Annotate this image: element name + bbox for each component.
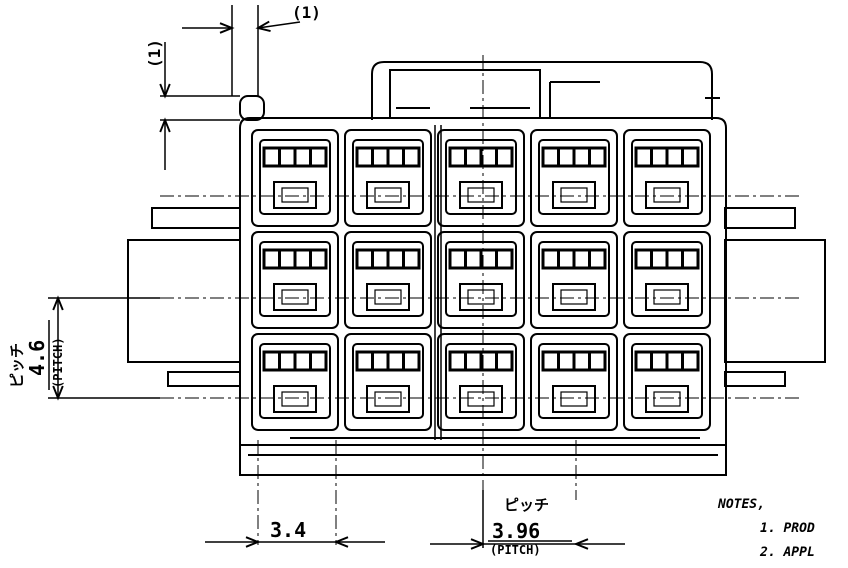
cavity-inner [631, 343, 703, 419]
cavity-inner [259, 139, 331, 215]
terminal-window-inner [281, 187, 309, 203]
terminal-window-inner [560, 391, 588, 407]
right-flange [724, 239, 826, 363]
terminal-window [459, 181, 503, 209]
terminal-window [459, 283, 503, 311]
terminal-window [552, 385, 596, 413]
terminal-window [645, 283, 689, 311]
cavity [437, 231, 525, 329]
cavity [623, 231, 711, 329]
cavity [530, 129, 618, 227]
left-flange [127, 239, 241, 363]
terminal-window-inner [467, 187, 495, 203]
vertical-pitch-en: (PITCH) [51, 337, 65, 388]
cavity [344, 231, 432, 329]
cavity-inner [538, 241, 610, 317]
cavity [437, 129, 525, 227]
left-rail [151, 207, 241, 229]
vertical-pitch-label: ピッチ 4.6 (PITCH) [8, 337, 65, 388]
top-latch [371, 61, 713, 120]
center-lines [160, 55, 800, 545]
cavity-inner [631, 241, 703, 317]
horizontal-pitch-en: (PITCH) [490, 543, 541, 557]
terminal-window [459, 385, 503, 413]
cavity [251, 333, 339, 431]
cavity-inner [259, 343, 331, 419]
connector-outline [127, 61, 826, 476]
notes-heading: NOTES, [717, 497, 765, 512]
note-item-2: 2. APPL [759, 545, 815, 560]
cavity-inner [352, 241, 424, 317]
cavity [251, 129, 339, 227]
vertical-pitch-jp: ピッチ [8, 343, 26, 388]
top-height-label: (1) [145, 39, 164, 68]
right-rail-lower [724, 371, 786, 387]
housing-body [239, 117, 727, 476]
cavity-inner [538, 139, 610, 215]
terminal-window [366, 283, 410, 311]
cavity [344, 333, 432, 431]
horizontal-pitch-jp: ピッチ [504, 496, 549, 514]
cavity-inner [445, 139, 517, 215]
bottom-left-dimension: 3.4 [270, 518, 306, 542]
terminal-window-inner [653, 187, 681, 203]
terminal-window [552, 181, 596, 209]
terminal-window [366, 385, 410, 413]
terminal-window [645, 181, 689, 209]
cavity-inner [445, 343, 517, 419]
cavity [530, 231, 618, 329]
cavity-inner [352, 139, 424, 215]
corner-post [239, 95, 265, 121]
terminal-window [273, 283, 317, 311]
terminal-window-inner [281, 289, 309, 305]
cavity-inner [538, 343, 610, 419]
terminal-window-inner [374, 391, 402, 407]
cavity-inner [259, 241, 331, 317]
terminal-window [273, 385, 317, 413]
terminal-window [273, 181, 317, 209]
left-rail-lower [167, 371, 241, 387]
terminal-window [552, 283, 596, 311]
terminal-window-inner [653, 289, 681, 305]
terminal-window-inner [467, 289, 495, 305]
cavity [623, 333, 711, 431]
terminal-window [645, 385, 689, 413]
cavity [344, 129, 432, 227]
latch-window [389, 69, 541, 119]
cavity [623, 129, 711, 227]
terminal-window-inner [374, 289, 402, 305]
terminal-window-inner [653, 391, 681, 407]
top-width-label: (1) [292, 3, 321, 22]
cavity-inner [352, 343, 424, 419]
note-item-1: 1. PROD [760, 521, 815, 536]
terminal-window-inner [374, 187, 402, 203]
dimension-lines [48, 5, 625, 550]
cavity [530, 333, 618, 431]
cavity-inner [445, 241, 517, 317]
horizontal-pitch-value: 3.96 [492, 519, 540, 543]
terminal-window-inner [560, 187, 588, 203]
terminal-window-inner [467, 391, 495, 407]
vertical-pitch-value: 4.6 [25, 340, 49, 376]
terminal-window [366, 181, 410, 209]
terminal-window-inner [560, 289, 588, 305]
terminal-window-inner [281, 391, 309, 407]
cavity [251, 231, 339, 329]
cavity [437, 333, 525, 431]
right-rail [724, 207, 796, 229]
cavity-inner [631, 139, 703, 215]
cavity-grid [251, 129, 711, 431]
